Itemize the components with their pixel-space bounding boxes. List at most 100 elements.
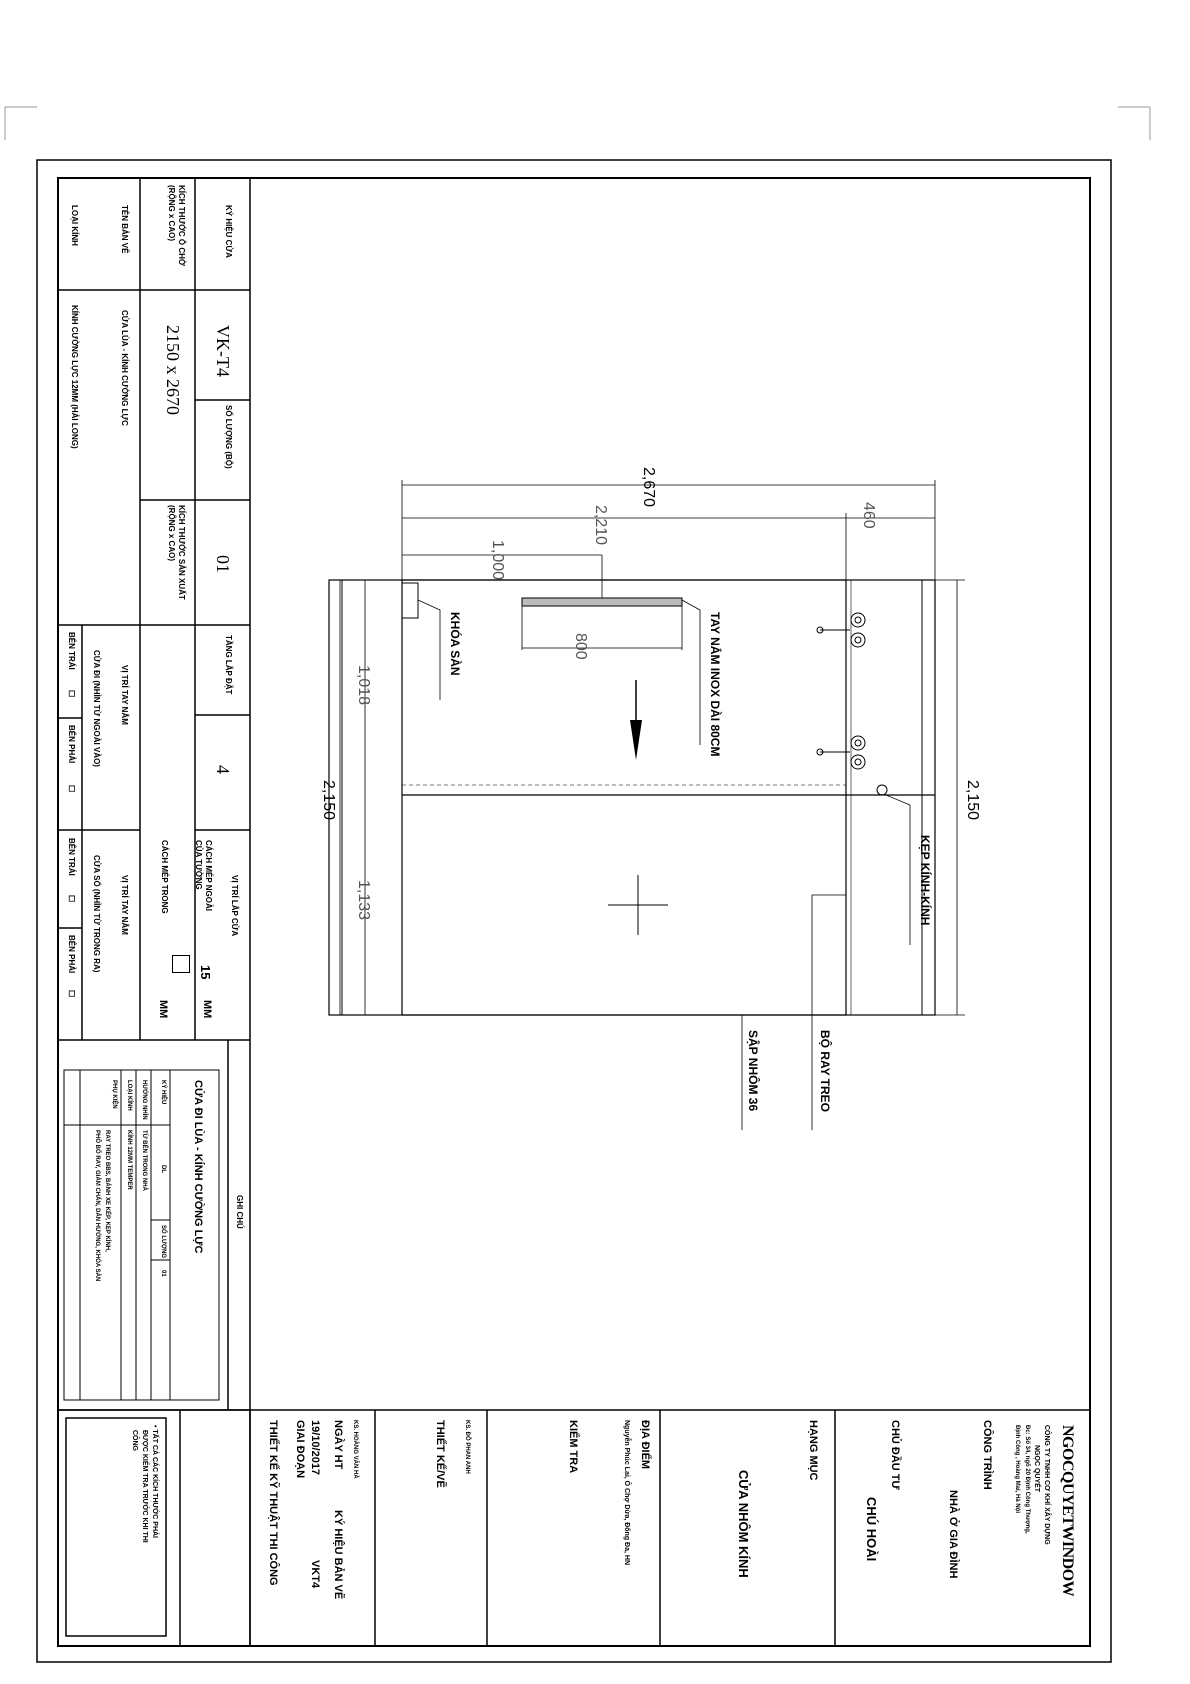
door-code-label: KÝ HIỆU CỬA bbox=[224, 205, 233, 258]
rollers bbox=[816, 612, 888, 796]
outer-frame bbox=[36, 159, 1112, 1663]
inner-edge-box[interactable] bbox=[172, 955, 190, 973]
dim-right: 460 bbox=[860, 502, 877, 529]
date-value: 19/10/2017 bbox=[309, 1420, 321, 1476]
dim-lower: 1,133 bbox=[355, 880, 372, 921]
notes-qty-label: SỐ LƯỢNG bbox=[160, 1225, 166, 1259]
quantity-label: SỐ LƯỢNG (BỘ) bbox=[224, 405, 233, 469]
dim-total-width: 2,670 bbox=[640, 467, 657, 508]
project-label: CÔNG TRÌNH bbox=[981, 1420, 993, 1490]
location-value: Nguyễn Phúc Lai, Ô Chợ Dừa, Đống Đa, HN bbox=[623, 1420, 630, 1566]
drawing-name-value: CỬA LÙA - KÍNH CƯỜNG LỰC bbox=[120, 310, 129, 426]
label-sill: SẬP NHÔM 36 bbox=[746, 1030, 760, 1112]
dim-handle-offset: 1,000 bbox=[489, 540, 506, 581]
outer-edge-value[interactable]: 15 bbox=[198, 965, 213, 980]
location-label: ĐỊA ĐIỂM bbox=[639, 1420, 651, 1470]
note-line-3: CÔNG bbox=[131, 1430, 138, 1451]
notes-title: GHI CHÚ bbox=[235, 1195, 244, 1229]
leader-lines bbox=[417, 599, 911, 1130]
notes-acc-value-1: RAY TREO BBS, BÁNH XE KÉP, KẸP KÍNH, bbox=[104, 1130, 110, 1252]
out-door-title: CỬA ĐI (NHÌN TỪ NGOÀI VÀO) bbox=[92, 650, 101, 767]
phase-value: THIẾT KẾ KỸ THUẬT THI CÔNG bbox=[267, 1420, 279, 1586]
window-title: CỬA SỔ (NHÌN TỪ TRONG RA) bbox=[92, 855, 101, 973]
dim-upper: 1,018 bbox=[355, 665, 372, 706]
check-person: KS. ĐỖ PHAN ANH bbox=[464, 1420, 470, 1474]
prod-size-label-1: KÍCH THƯỚC SẢN XUẤT bbox=[177, 505, 186, 600]
notes-view-label: HƯỚNG NHÌN bbox=[141, 1080, 147, 1120]
opening-size-value: 2150 x 2670 bbox=[163, 325, 183, 415]
of-wall-label: CỦA TƯỜNG bbox=[194, 840, 203, 890]
notes-code-label: KÝ HIỆU bbox=[160, 1080, 166, 1105]
floor-label: TẦNG LẮP ĐẶT bbox=[224, 635, 233, 695]
company-logo: NGOCQUYETWINDOW bbox=[1059, 1425, 1076, 1597]
floor-lock bbox=[401, 582, 419, 619]
window-right-check[interactable]: ☐ bbox=[67, 990, 76, 998]
design-label: THIẾT KẾ/VẼ bbox=[434, 1420, 446, 1488]
date-label: NGÀY HT bbox=[332, 1420, 344, 1470]
dim-panel-width: 2,210 bbox=[592, 505, 609, 546]
dimension-lines bbox=[329, 480, 965, 1016]
label-rail: BỘ RAY TREO bbox=[818, 1030, 832, 1113]
door-left-check[interactable]: ☐ bbox=[67, 690, 76, 698]
company-line-1: CÔNG TY TNHH CƠ KHÍ XÂY DỰNG bbox=[1043, 1425, 1050, 1545]
label-clamp: KẸP KÍNH-KÍNH bbox=[918, 835, 932, 926]
notes-door: CỬA ĐI LÙA - KÍNH CƯỜNG LỰC bbox=[192, 1080, 204, 1254]
dim-height-right: 2,150 bbox=[964, 780, 981, 821]
owner-value: CHÚ HOÀI bbox=[864, 1497, 879, 1562]
design-person: KS. HOÀNG VĂN HÀ bbox=[352, 1420, 358, 1479]
note-line-2: ĐƯỢC KIỂM TRA TRƯỚC KHI THI bbox=[141, 1430, 148, 1543]
dim-handle-len: 800 bbox=[572, 633, 589, 660]
category-label: HẠNG MỤC bbox=[807, 1420, 819, 1481]
note-line-1: • TẤT CẢ CÁC KÍCH THƯỚC PHẢI bbox=[151, 1425, 158, 1539]
drawing-code-value: VKT4 bbox=[309, 1560, 321, 1589]
spec-grid bbox=[58, 178, 251, 1646]
owner-label: CHỦ ĐẦU TƯ bbox=[889, 1420, 901, 1490]
opening-size-label-1: KÍCH THƯỚC Ô CHỜ bbox=[177, 185, 186, 266]
door-code-value: VK-T4 bbox=[213, 325, 233, 377]
label-floor-lock: KHÓA SÀN bbox=[448, 612, 462, 676]
drawing-name-label: TÊN BẢN VẼ bbox=[120, 205, 129, 254]
drawing-code-label: KÝ HIỆU BẢN VẼ bbox=[332, 1510, 344, 1600]
company-address-1: Đc: Số 34, ngõ 20 Định Công Thượng, bbox=[1024, 1425, 1030, 1534]
handle-bar bbox=[521, 597, 683, 607]
handle-pos-title-door: VỊ TRÍ TAY NẮM bbox=[120, 665, 129, 725]
check-label: KIỂM TRA bbox=[567, 1420, 579, 1474]
company-line-2: NGỌC QUYẾT bbox=[1033, 1445, 1040, 1493]
notes-acc-label: PHỤ KIỆN bbox=[111, 1080, 117, 1109]
outer-edge-label: CÁCH MÉP NGOÀI bbox=[204, 840, 213, 911]
prod-size-label-2: (RỘNG x CAO) bbox=[167, 505, 176, 561]
center-cross bbox=[608, 875, 668, 935]
opening-size-label-2: (RỘNG x CAO) bbox=[167, 185, 176, 241]
inner-edge-label: CÁCH MÉP TRONG bbox=[160, 840, 169, 914]
label-handle: TAY NẮM INOX DÀI 80CM bbox=[708, 612, 722, 757]
door-elevation bbox=[328, 579, 936, 1016]
handle-pos-title-window: VỊ TRÍ TAY NẮM bbox=[120, 875, 129, 935]
glass-label: LOẠI KÍNH bbox=[70, 205, 79, 246]
window-left-check[interactable]: ☐ bbox=[67, 895, 76, 903]
window-right-side: BÊN PHẢI bbox=[67, 935, 76, 974]
category-value: CỬA NHÔM KÍNH bbox=[736, 1470, 751, 1578]
inner-unit: MM bbox=[157, 1000, 169, 1019]
notes-code-value: DL bbox=[160, 1165, 166, 1173]
notes-glass-label: LOẠI KÍNH bbox=[126, 1080, 132, 1111]
inner-frame bbox=[57, 177, 1091, 1647]
door-right-check[interactable]: ☐ bbox=[67, 785, 76, 793]
notes-glass-value: KÍNH 12MM TEMPER bbox=[126, 1130, 132, 1190]
project-value: NHÀ Ở GIA ĐÌNH bbox=[947, 1490, 959, 1579]
crop-marks bbox=[4, 106, 1151, 140]
company-address-2: Định Công , Hoàng Mai, Hà Nội bbox=[1014, 1425, 1020, 1513]
notes-view-value: TỪ BÊN TRONG NHÀ bbox=[141, 1130, 147, 1191]
notes-acc-value-2: PHÔ BỐ RAY, GIẢM CHẤN, DẪN HƯỚNG, KHÓA S… bbox=[94, 1130, 100, 1282]
notes-qty-value: 01 bbox=[160, 1270, 166, 1277]
title-block-grid bbox=[58, 1409, 1090, 1646]
dim-height-left: 2,150 bbox=[320, 780, 337, 821]
quantity-value: 01 bbox=[213, 555, 233, 573]
door-left-side: BÊN TRÁI bbox=[67, 632, 76, 670]
glass-value: KÍNH CƯỜNG LỰC 12MM (HẢI LONG) bbox=[70, 305, 79, 449]
window-left-side: BÊN TRÁI bbox=[67, 838, 76, 876]
outer-unit: MM bbox=[201, 1000, 213, 1019]
install-title: VỊ TRÍ LẮP CỬA bbox=[230, 875, 239, 937]
notes-table bbox=[63, 1069, 220, 1401]
floor-value: 4 bbox=[213, 765, 233, 774]
